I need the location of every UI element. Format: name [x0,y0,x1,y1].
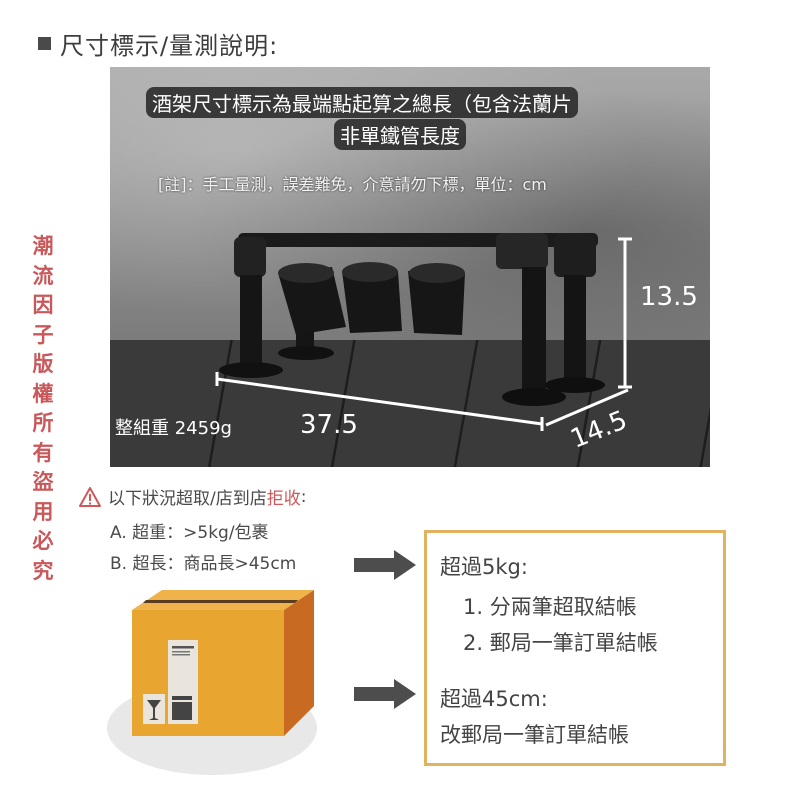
square-bullet-icon [38,37,51,50]
arrow-right-icon [354,679,416,709]
section-header: 尺寸標示/量測說明: [38,26,278,61]
height-dimension-label: 13.5 [640,282,698,312]
overweight-heading: 超過5kg: [440,555,528,579]
section-title: 尺寸標示/量測說明: [60,32,279,60]
rule-overlength: B. 超長：商品長>45cm [110,554,297,574]
weight-label: 整組重 2459g [115,418,232,439]
product-photo: 酒架尺寸標示為最端點起算之總長（包含法蘭片 非單鐵管長度 [註]：手工量測，誤差… [110,67,710,467]
length-dimension-label: 37.5 [300,410,358,440]
pipe-wine-rack-image [215,233,632,431]
warning-icon [79,486,101,507]
overlength-solution: 改郵局一筆訂單結帳 [440,723,629,747]
rule-overweight: A. 超重：>5kg/包裹 [110,523,269,543]
package-box-illustration [107,590,317,775]
rejection-colon: : [300,486,307,507]
caption-line-1: 酒架尺寸標示為最端點起算之總長（包含法蘭片 [146,87,578,118]
overlength-heading: 超過45cm: [440,687,548,711]
rejection-notice: 以下狀況超取/店到店 拒收 : [78,484,306,509]
overweight-option-2: 2. 郵局一筆訂單結帳 [463,631,658,655]
rejection-keyword: 拒收 [266,489,301,509]
overweight-option-1: 1. 分兩筆超取結帳 [463,595,637,619]
caption-line-2: 非單鐵管長度 [334,119,466,150]
rejection-intro: 以下狀況超取/店到店 [108,489,267,509]
wood-floor-background [110,340,710,467]
measurement-note: [註]：手工量測，誤差難免，介意請勿下標，單位：cm [158,175,547,194]
arrow-right-icon [354,550,416,580]
dimension-lines [215,237,632,431]
copyright-watermark: 潮流因子版權所有盜用必究 [32,234,54,583]
shipping-options-box: 超過5kg: 1. 分兩筆超取結帳 2. 郵局一筆訂單結帳 超過45cm: 改郵… [424,530,726,766]
